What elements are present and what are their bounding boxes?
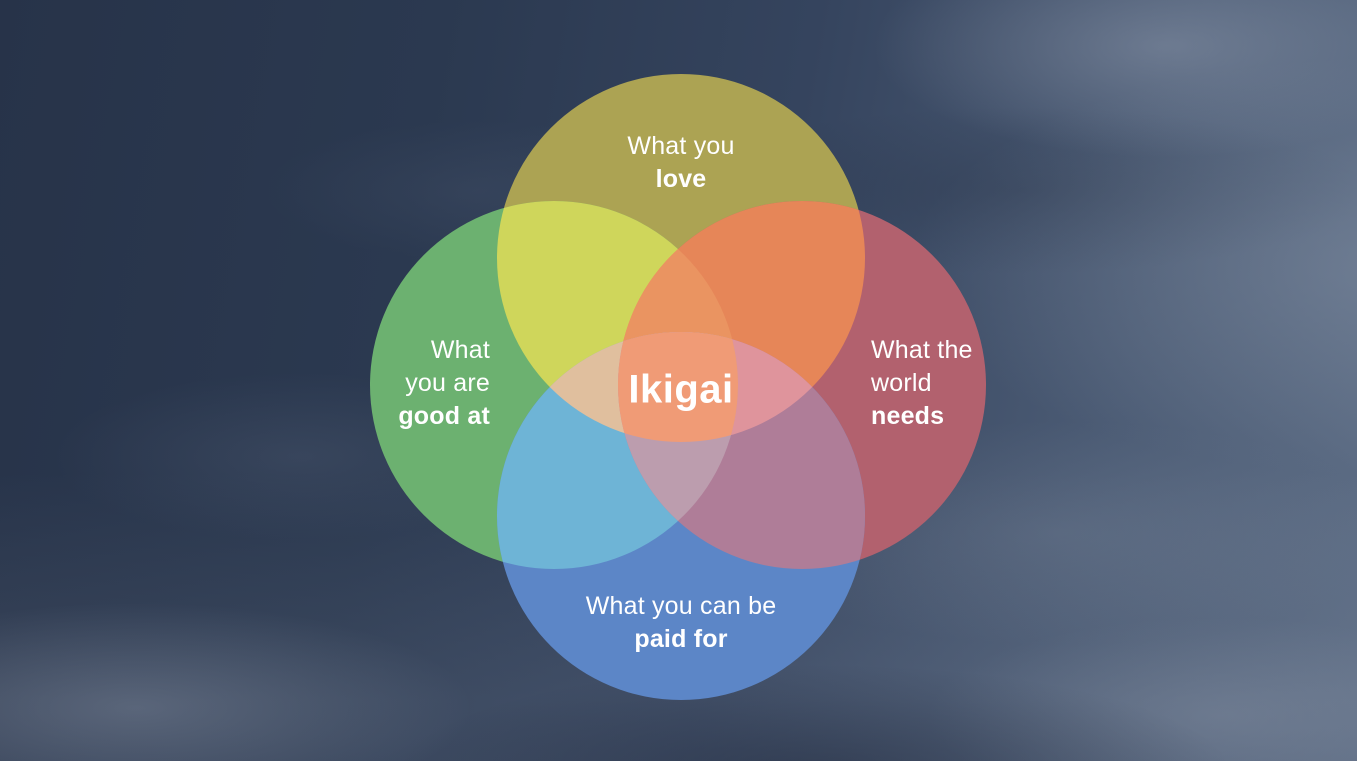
label-what-you-are-good-at: What you are good at <box>398 334 490 433</box>
overlap-good-at-needs-paid-for <box>618 332 738 569</box>
label-what-you-can-be-paid-for: What you can be paid for <box>586 590 777 656</box>
label-line: you are <box>405 369 490 397</box>
label-line-bold: needs <box>871 402 945 430</box>
label-line: What <box>430 336 490 364</box>
ikigai-center-label: Ikigai <box>628 367 734 412</box>
label-line: What you <box>627 132 735 160</box>
label-what-you-love: What you love <box>627 130 734 196</box>
label-line-bold: love <box>655 165 707 193</box>
label-what-the-world-needs: What the world needs <box>871 334 973 433</box>
label-line-bold: good at <box>398 402 490 430</box>
label-line: What the <box>871 336 973 364</box>
overlap-love-good-at-needs <box>618 201 738 442</box>
label-line: world <box>871 369 932 397</box>
label-line-bold: paid for <box>634 625 728 653</box>
label-line: What you can be <box>585 592 777 620</box>
